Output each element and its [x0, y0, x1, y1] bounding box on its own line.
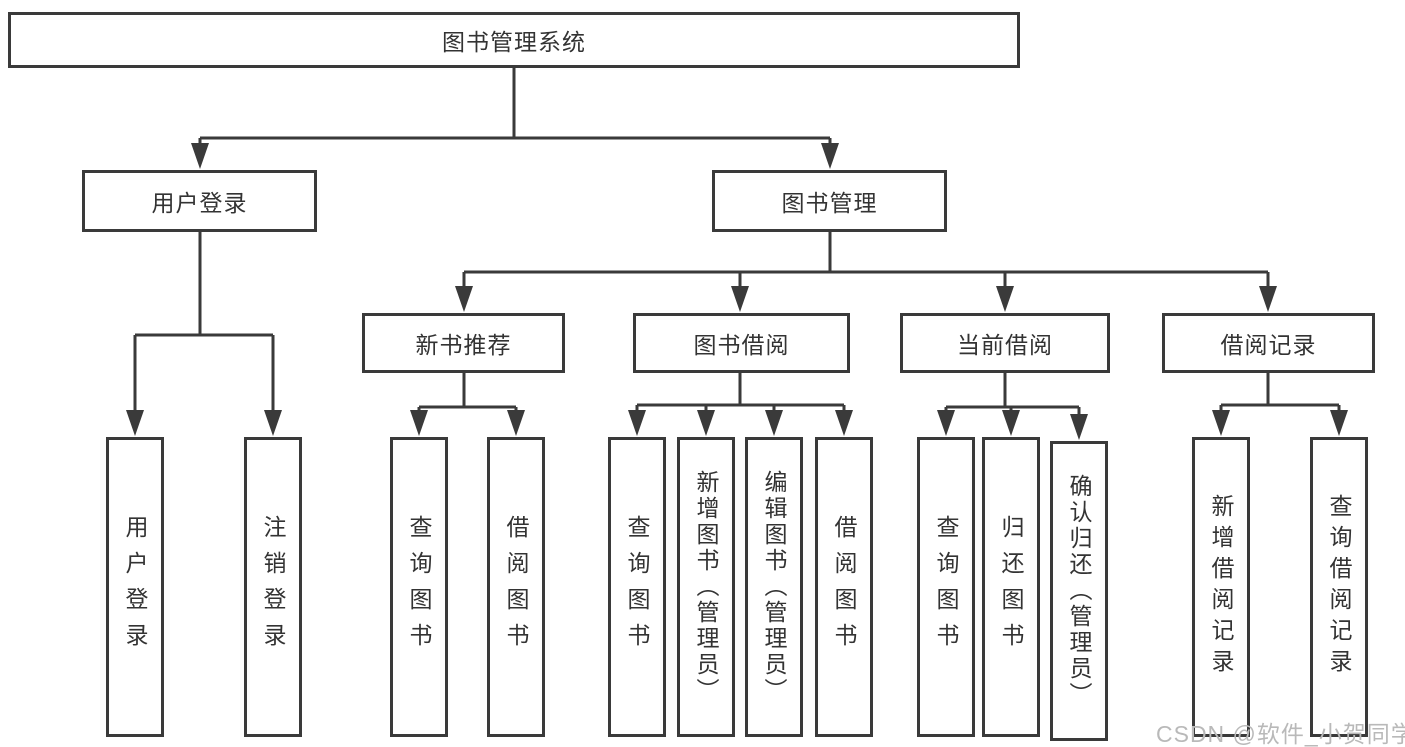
leaf-confirm-return-admin: 确认归还（管理员） — [1050, 441, 1108, 741]
leaf-query-books-recommend: 查询图书 — [390, 437, 448, 737]
leaf-edit-book-admin: 编辑图书（管理员） — [745, 437, 803, 737]
leaf-add-book-admin: 新增图书（管理员） — [677, 437, 735, 737]
arrow-down-icons — [126, 143, 1348, 440]
leaf-return-book: 归还图书 — [982, 437, 1040, 737]
node-label: 用户登录 — [151, 190, 248, 216]
node-book-management: 图书管理 — [712, 170, 947, 232]
node-label: 新增图书（管理员） — [693, 470, 719, 704]
node-user-login: 用户登录 — [82, 170, 317, 232]
leaf-query-books-current: 查询图书 — [917, 437, 975, 737]
node-label: 注销登录 — [260, 515, 286, 659]
leaf-query-borrow-record: 查询借阅记录 — [1310, 437, 1368, 737]
node-root-library-system: 图书管理系统 — [8, 12, 1020, 68]
leaf-logout: 注销登录 — [244, 437, 302, 737]
node-label: 查询借阅记录 — [1326, 494, 1352, 680]
connector-shafts — [133, 68, 1341, 417]
node-label: 图书管理 — [781, 190, 878, 216]
node-book-borrow: 图书借阅 — [633, 313, 850, 373]
leaf-query-books-borrow: 查询图书 — [608, 437, 666, 737]
node-label: 借阅图书 — [503, 515, 529, 659]
node-label: 归还图书 — [998, 515, 1024, 659]
node-label: 查询图书 — [624, 515, 650, 659]
leaf-add-borrow-record: 新增借阅记录 — [1192, 437, 1250, 737]
node-label: 编辑图书（管理员） — [761, 470, 787, 704]
leaf-borrow-books: 借阅图书 — [815, 437, 873, 737]
node-label: 当前借阅 — [957, 332, 1053, 358]
csdn-watermark: CSDN @软件_小贺同学 — [1156, 721, 1405, 747]
node-label: 借阅记录 — [1220, 332, 1317, 358]
node-label: 查询图书 — [406, 515, 432, 659]
node-label: 查询图书 — [933, 515, 959, 659]
node-borrow-records: 借阅记录 — [1162, 313, 1375, 373]
node-label: 借阅图书 — [831, 515, 857, 659]
leaf-user-login: 用户登录 — [106, 437, 164, 737]
node-new-book-recommend: 新书推荐 — [362, 313, 565, 373]
node-label: 图书管理系统 — [442, 29, 586, 55]
node-current-borrow: 当前借阅 — [900, 313, 1110, 373]
node-label: 新增借阅记录 — [1208, 494, 1234, 680]
node-label: 图书借阅 — [693, 332, 790, 358]
leaf-borrow-books-recommend: 借阅图书 — [487, 437, 545, 737]
node-label: 确认归还（管理员） — [1066, 474, 1092, 708]
node-label: 用户登录 — [122, 515, 148, 659]
node-label: 新书推荐 — [415, 332, 512, 358]
